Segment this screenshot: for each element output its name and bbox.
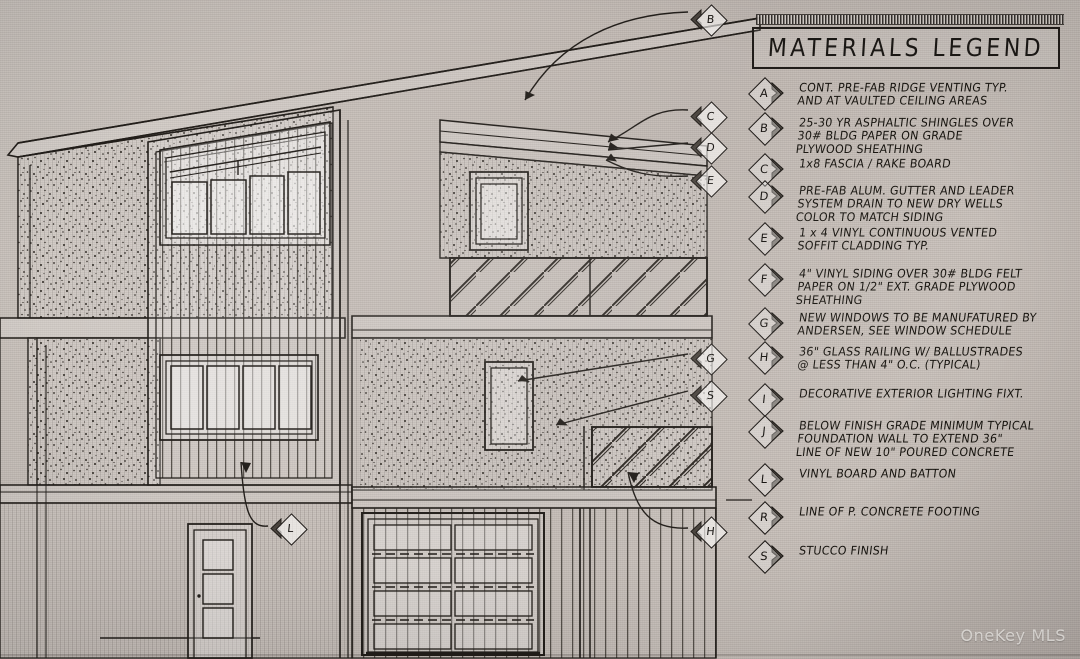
legend-item-text: NEW WINDOWS TO BE MANUFATURED BY ANDERSE… — [796, 311, 1038, 338]
legend-item-g[interactable]: G NEW WINDOWS TO BE MANUFATURED BY ANDERS… — [748, 307, 1068, 342]
chevron-right-icon — [765, 226, 787, 250]
legend-key-letter: G — [758, 316, 770, 330]
legend-item-i[interactable]: I DECORATIVE EXTERIOR LIGHTING FIXT. — [748, 383, 1068, 418]
chevron-right-icon — [765, 505, 787, 529]
watermark: OneKey MLS — [960, 626, 1066, 645]
legend-marker-b: B — [748, 112, 792, 147]
drawing-callout-l[interactable]: L — [264, 513, 308, 546]
callout-letter: H — [705, 525, 716, 538]
callout-letter: G — [705, 352, 716, 365]
callout-letter: E — [706, 174, 715, 187]
chevron-right-icon — [765, 419, 787, 443]
drawing-callout-h[interactable]: H — [684, 516, 728, 549]
legend-item-l[interactable]: L VINYL BOARD AND BATTON — [748, 463, 1068, 498]
legend-key-letter: I — [761, 392, 767, 406]
drawing-callout-d[interactable]: D — [684, 132, 728, 165]
legend-marker-d: D — [748, 180, 792, 215]
chevron-right-icon — [765, 345, 787, 369]
callout-letter: B — [706, 13, 715, 26]
legend-marker-j: J — [748, 415, 792, 450]
legend-item-text: CONT. PRE-FAB RIDGE VENTING TYP. AND AT … — [796, 81, 1009, 108]
legend-item-r[interactable]: R LINE OF P. CONCRETE FOOTING — [748, 501, 1068, 536]
legend-item-a[interactable]: A CONT. PRE-FAB RIDGE VENTING TYP. AND AT… — [748, 77, 1068, 112]
drawing-callout-g[interactable]: G — [684, 343, 728, 376]
legend-key-letter: A — [759, 86, 769, 100]
legend-item-text: DECORATIVE EXTERIOR LIGHTING FIXT. — [798, 387, 1025, 401]
legend-key-letter: C — [759, 162, 769, 176]
legend-key-letter: H — [758, 350, 770, 364]
legend-key-letter: S — [759, 549, 769, 563]
legend-key-letter: E — [759, 231, 769, 245]
legend-item-c[interactable]: C 1x8 FASCIA / RAKE BOARD — [748, 153, 1068, 188]
legend-item-f[interactable]: F 4" VINYL SIDING OVER 30# BLDG FELT PAPE… — [748, 263, 1068, 308]
legend-key-letter: F — [759, 272, 769, 286]
legend-key-letter: B — [759, 121, 769, 135]
chevron-right-icon — [765, 311, 787, 335]
legend-item-text: LINE OF P. CONCRETE FOOTING — [798, 505, 981, 519]
drawing-callout-b[interactable]: B — [684, 4, 728, 37]
legend-key-letter: J — [761, 424, 767, 438]
legend-title: MATERIALS LEGEND — [767, 34, 1045, 62]
legend-item-text: 36" GLASS RAILING W/ BALLUSTRADES @ LESS… — [796, 345, 1024, 372]
legend-item-h[interactable]: H 36" GLASS RAILING W/ BALLUSTRADES @ LES… — [748, 341, 1068, 376]
legend-item-text: PRE-FAB ALUM. GUTTER AND LEADER SYSTEM D… — [794, 184, 1016, 225]
drawing-callout-e[interactable]: E — [684, 165, 728, 198]
materials-legend-panel: MATERIALS LEGEND A CONT. PRE-FAB RIDGE VE… — [748, 14, 1068, 610]
callout-letter: S — [706, 389, 715, 402]
legend-marker-g: G — [748, 307, 792, 342]
legend-key-letter: L — [760, 472, 768, 486]
chevron-right-icon — [765, 81, 787, 105]
legend-hatch-bar — [756, 14, 1064, 25]
chevron-right-icon — [765, 544, 787, 568]
legend-item-text: VINYL BOARD AND BATTON — [798, 467, 958, 481]
legend-item-text: BELOW FINISH GRADE MINIMUM TYPICAL FOUND… — [794, 419, 1035, 460]
chevron-right-icon — [765, 184, 787, 208]
chevron-right-icon — [765, 267, 787, 291]
legend-item-j[interactable]: J BELOW FINISH GRADE MINIMUM TYPICAL FOUN… — [748, 415, 1068, 460]
chevron-right-icon — [765, 116, 787, 140]
drawing-callout-c[interactable]: C — [684, 101, 728, 134]
legend-item-text: 1x8 FASCIA / RAKE BOARD — [798, 157, 952, 171]
legend-item-s[interactable]: S STUCCO FINISH — [748, 540, 1068, 575]
legend-marker-r: R — [748, 501, 792, 536]
legend-marker-i: I — [748, 383, 792, 418]
legend-item-d[interactable]: D PRE-FAB ALUM. GUTTER AND LEADER SYSTEM … — [748, 180, 1068, 225]
legend-item-b[interactable]: B 25-30 YR ASPHALTIC SHINGLES OVER 30# BL… — [748, 112, 1068, 157]
legend-marker-l: L — [748, 463, 792, 498]
legend-marker-a: A — [748, 77, 792, 112]
legend-item-text: 1 x 4 VINYL CONTINUOUS VENTED SOFFIT CLA… — [796, 226, 998, 253]
callout-letter: D — [705, 141, 716, 154]
chevron-right-icon — [765, 387, 787, 411]
legend-item-e[interactable]: E 1 x 4 VINYL CONTINUOUS VENTED SOFFIT CL… — [748, 222, 1068, 257]
chevron-right-icon — [765, 157, 787, 181]
callout-letter: L — [286, 522, 295, 535]
legend-marker-h: H — [748, 341, 792, 376]
legend-marker-c: C — [748, 153, 792, 188]
callout-letter: C — [705, 110, 716, 123]
legend-marker-e: E — [748, 222, 792, 257]
legend-item-text: 25-30 YR ASPHALTIC SHINGLES OVER 30# BLD… — [794, 116, 1016, 157]
legend-title-box: MATERIALS LEGEND — [752, 27, 1060, 69]
legend-marker-f: F — [748, 263, 792, 298]
chevron-right-icon — [765, 467, 787, 491]
legend-key-letter: D — [758, 189, 770, 203]
drawing-callout-s[interactable]: S — [684, 380, 728, 413]
legend-marker-s: S — [748, 540, 792, 575]
legend-item-text: 4" VINYL SIDING OVER 30# BLDG FELT PAPER… — [794, 267, 1023, 308]
legend-key-letter: R — [759, 510, 769, 524]
legend-item-text: STUCCO FINISH — [798, 544, 890, 558]
